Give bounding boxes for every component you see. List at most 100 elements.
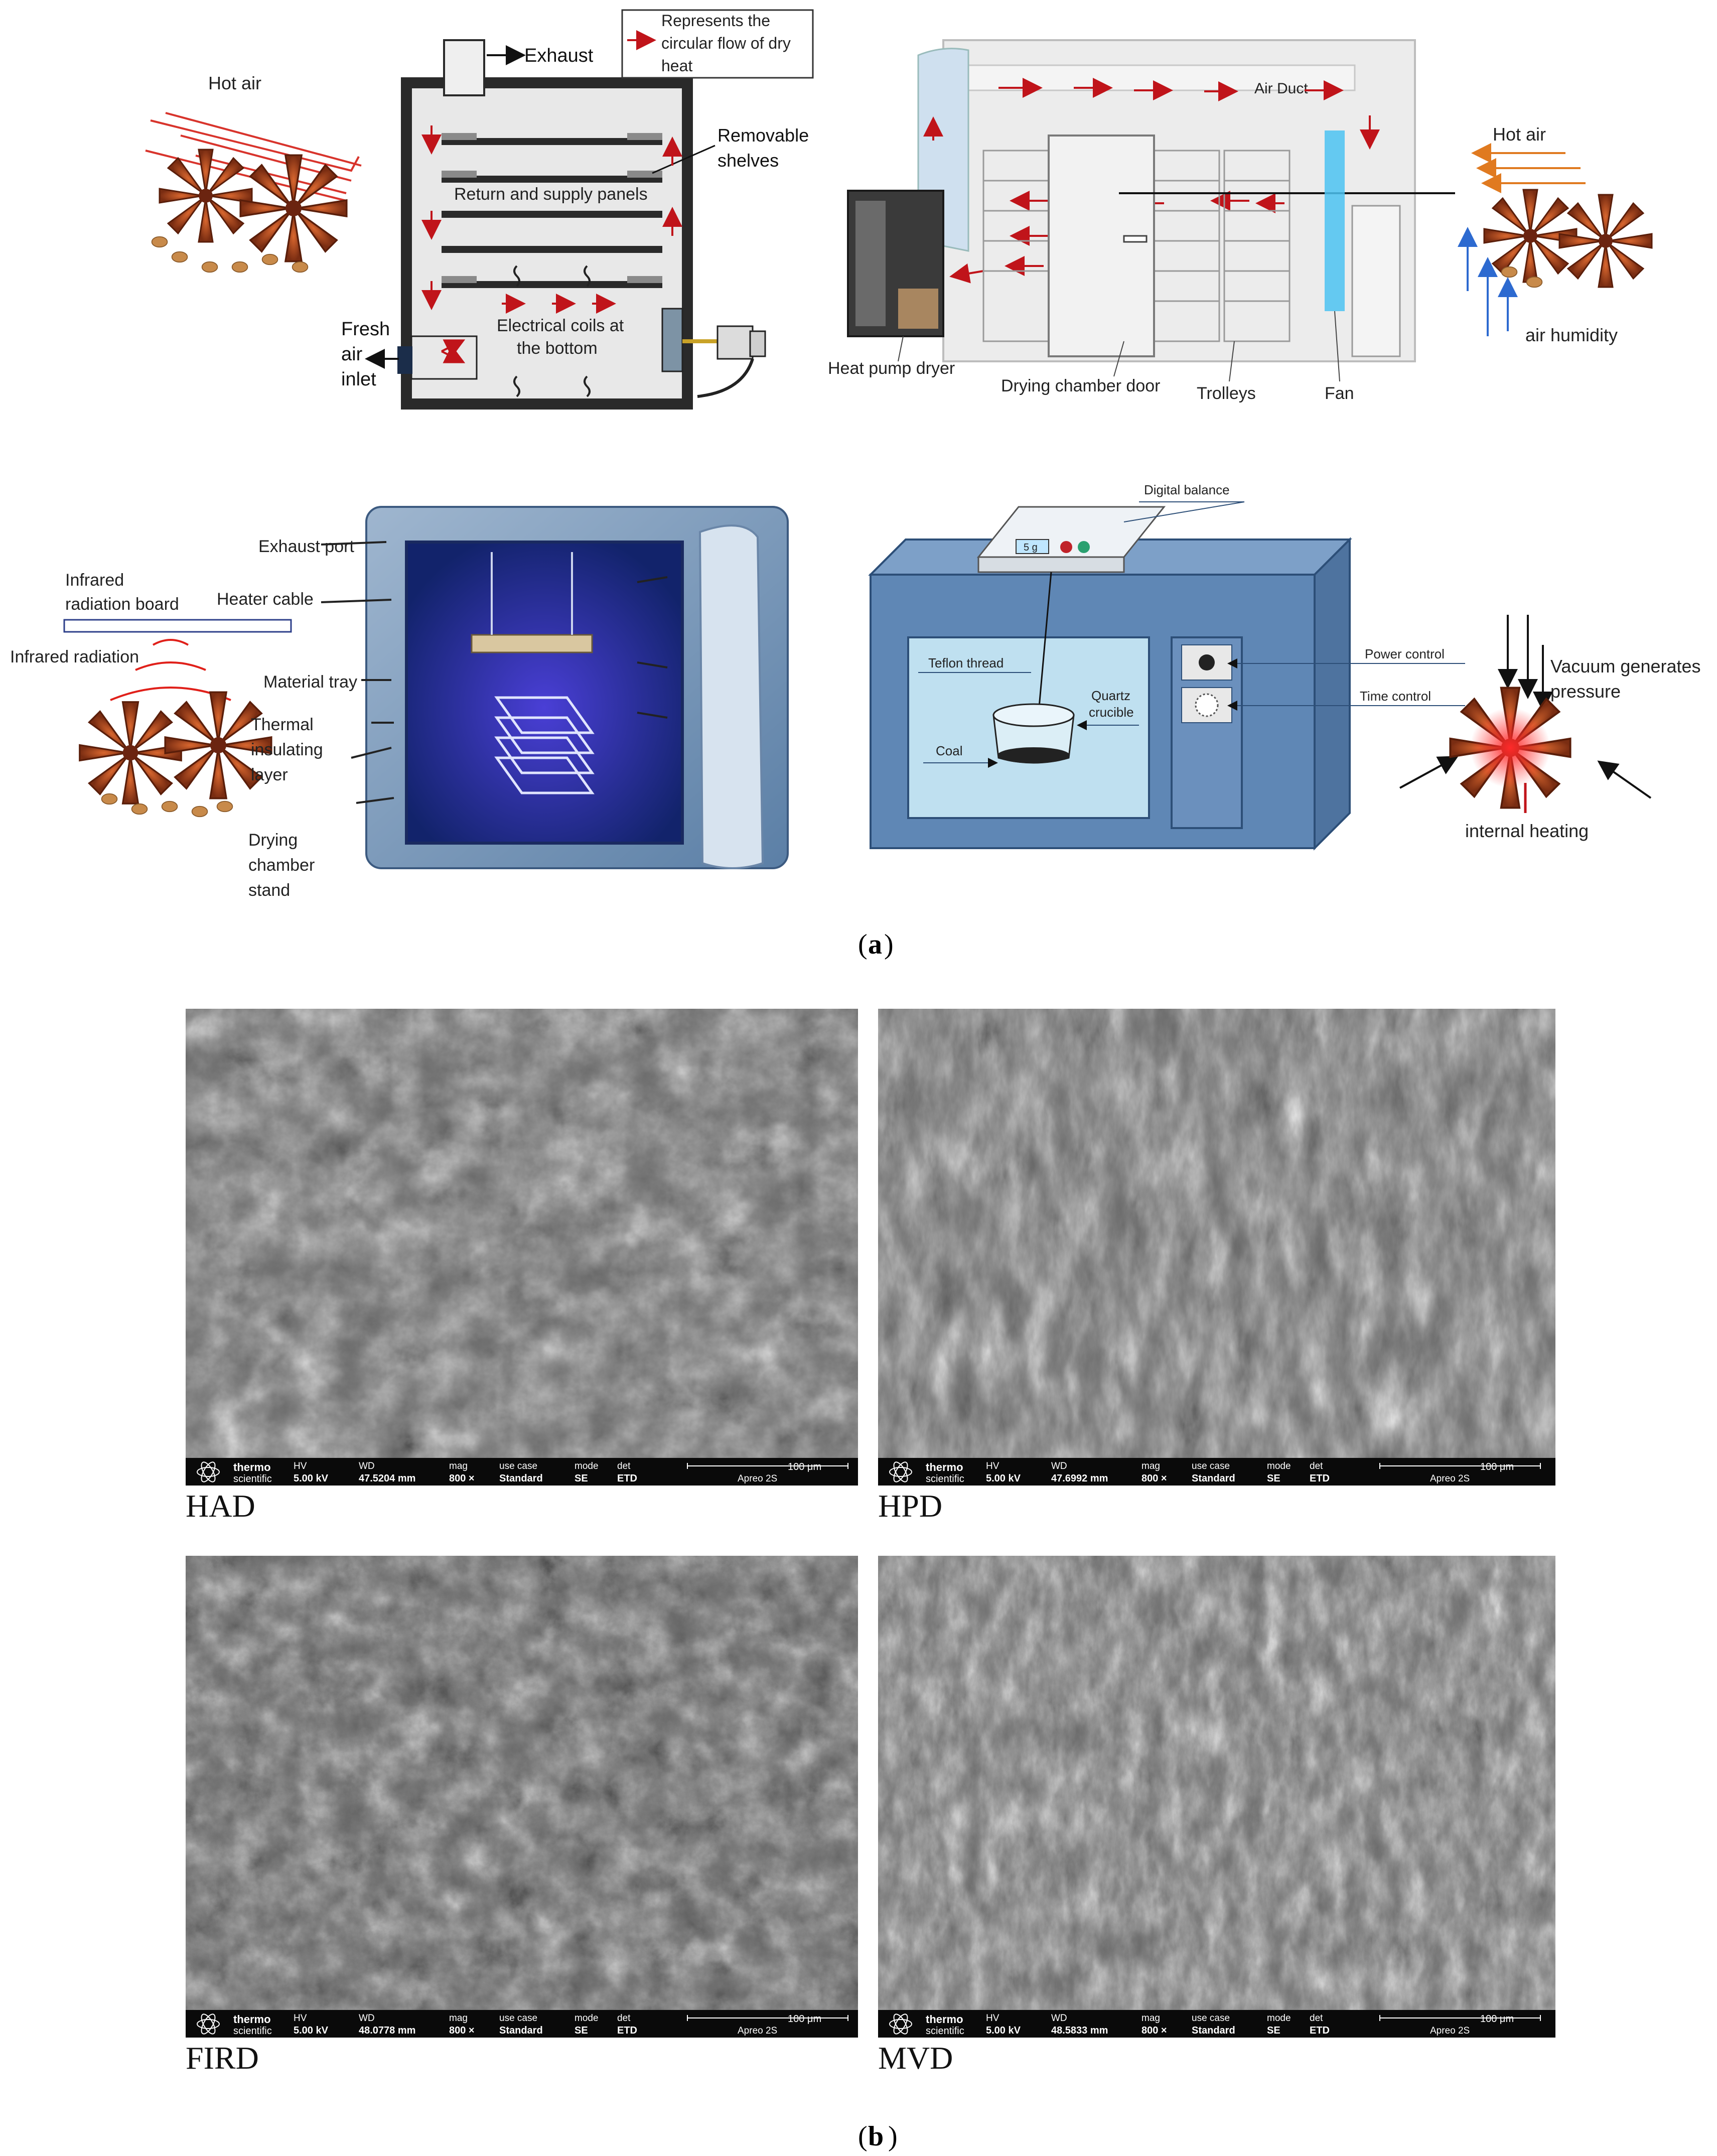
hpd-heat-pump-label: Heat pump dryer [828,359,955,378]
sem-mode-value: SE [575,2025,588,2036]
sem-use-case-value: Standard [1192,2025,1235,2036]
fird-oven-door [698,524,764,869]
sem-use-case-value: Standard [499,1473,543,1484]
hot-air-rays [145,112,362,202]
mvd-diagram: 5 g Digital balance Teflon thread Quartz… [868,482,1701,851]
mvd-time-control-label: Time control [1360,689,1431,704]
sem-mag-label: mag [449,1461,468,1471]
had-removable-line1: Removable [718,125,809,146]
sem-det-value: ETD [1310,1473,1330,1484]
mvd-timer-dial-icon [1195,693,1219,717]
hpd-chamber-door [1048,134,1155,357]
sem-det-value: ETD [617,2025,637,2036]
sem-brand-line2: scientific [926,2026,964,2037]
sem-label-fird: FIRD [186,2040,259,2076]
sem-mode-value: SE [1267,1473,1280,1484]
had-coils-line2: the bottom [517,339,598,358]
mvd-quartz-line2: crucible [1089,705,1134,720]
sem-info-bar-hpd [878,1458,1555,1486]
hpd-diagram: Air Duct [828,39,1653,403]
fird-star-anise-icon [79,691,272,818]
sem-det-value: ETD [617,1473,637,1484]
mvd-vacuum-line1: Vacuum generates [1550,656,1701,677]
hpd-air-duct-label: Air Duct [1254,80,1308,97]
fird-material-tray [471,634,593,653]
sem-hv-value: 5.00 kV [294,2025,329,2036]
sem-mode-label: mode [1267,1461,1291,1471]
sem-hv-label: HV [986,2013,999,2024]
fird-tray-rack [494,696,595,794]
fird-exhaust-port-label: Exhaust port [258,537,354,556]
sem-hv-value: 5.00 kV [986,1473,1021,1484]
sem-hv-label: HV [294,2013,307,2024]
fird-stand-line3: stand [248,881,290,900]
sem-instrument: Apreo 2S [738,2026,777,2036]
sem-use-case-label: use case [499,1461,537,1471]
sem-det-label: det [1310,2013,1323,2024]
sem-scale-label: 100 μm [1480,1461,1514,1472]
sem-mode-value: SE [1267,2025,1280,2036]
sem-texture-mvd [878,1556,1555,2010]
sem-mode-value: SE [575,1473,588,1484]
thermo-logo-icon [889,2013,912,2035]
had-legend-line2: circular flow of dry [661,34,791,52]
fird-heater-cable-label: Heater cable [217,590,314,609]
sem-wd-value: 47.6992 mm [1051,1473,1108,1484]
had-exhaust-label: Exhaust [524,45,594,66]
sem-label-hpd: HPD [878,1488,942,1524]
thermo-logo-icon [197,2013,220,2035]
sem-scale-label: 100 μm [788,2013,821,2025]
sem-use-case-value: Standard [499,2025,543,2036]
fird-stand-line1: Drying [248,831,298,850]
had-legend-line3: heat [661,57,692,75]
hpd-door-handle [1123,235,1148,243]
sem-det-value: ETD [1310,2025,1330,2036]
fird-ir-board-line2: radiation board [65,595,179,614]
sem-brand-line1: thermo [233,1461,271,1473]
fird-diagram: Exhaust port Infrared radiation board He… [10,506,789,900]
sem-hv-value: 5.00 kV [294,1473,329,1484]
sem-wd-label: WD [1051,1461,1067,1471]
fird-thermal-line2: insulating [251,740,323,759]
sem-use-case-label: use case [1192,2013,1230,2024]
sem-mag-value: 800 × [449,1473,475,1484]
sem-instrument: Apreo 2S [738,1473,777,1484]
fird-ir-board [63,619,292,633]
mvd-coal [997,747,1070,763]
had-return-supply-label: Return and supply panels [454,185,648,204]
had-fresh-line1: Fresh [341,319,390,340]
had-flow-arrows [421,125,682,363]
sem-hv-label: HV [294,1461,307,1471]
sem-info-bar-mvd [878,2010,1555,2038]
svg-text:(: ( [858,929,868,960]
fird-heater-cables [321,541,668,804]
sem-brand-line2: scientific [233,1473,272,1485]
panel-b-caption: ( b ) [858,2121,898,2152]
sem-hv-value: 5.00 kV [986,2025,1021,2036]
had-removable-line2: shelves [718,150,779,171]
sem-mode-label: mode [575,2013,599,2024]
sem-instrument: Apreo 2S [1430,1473,1470,1484]
thermo-logo-icon [197,1461,220,1483]
sem-use-case-value: Standard [1192,1473,1235,1484]
sem-label-mvd: MVD [878,2040,953,2076]
panel-a-caption: ( a ) [858,929,894,960]
svg-text:): ) [888,2121,898,2152]
sem-label-had: HAD [186,1488,255,1524]
fird-thermal-line3: layer [251,765,288,784]
sem-det-label: det [617,2013,631,2024]
hpd-fan-panel [1325,130,1345,311]
hpd-air-humidity-label: air humidity [1525,325,1618,345]
sem-det-label: det [1310,1461,1323,1471]
hpd-door-label: Drying chamber door [1001,376,1160,395]
hpd-hot-air-arrows [1471,143,1586,193]
fird-ir-radiation-label: Infrared radiation [10,647,139,666]
had-coils-line1: Electrical coils at [497,316,624,335]
sem-brand-line2: scientific [233,2026,272,2037]
svg-text:): ) [884,929,894,960]
sem-det-label: det [617,1461,631,1471]
mvd-internal-heating-label: internal heating [1465,821,1589,841]
